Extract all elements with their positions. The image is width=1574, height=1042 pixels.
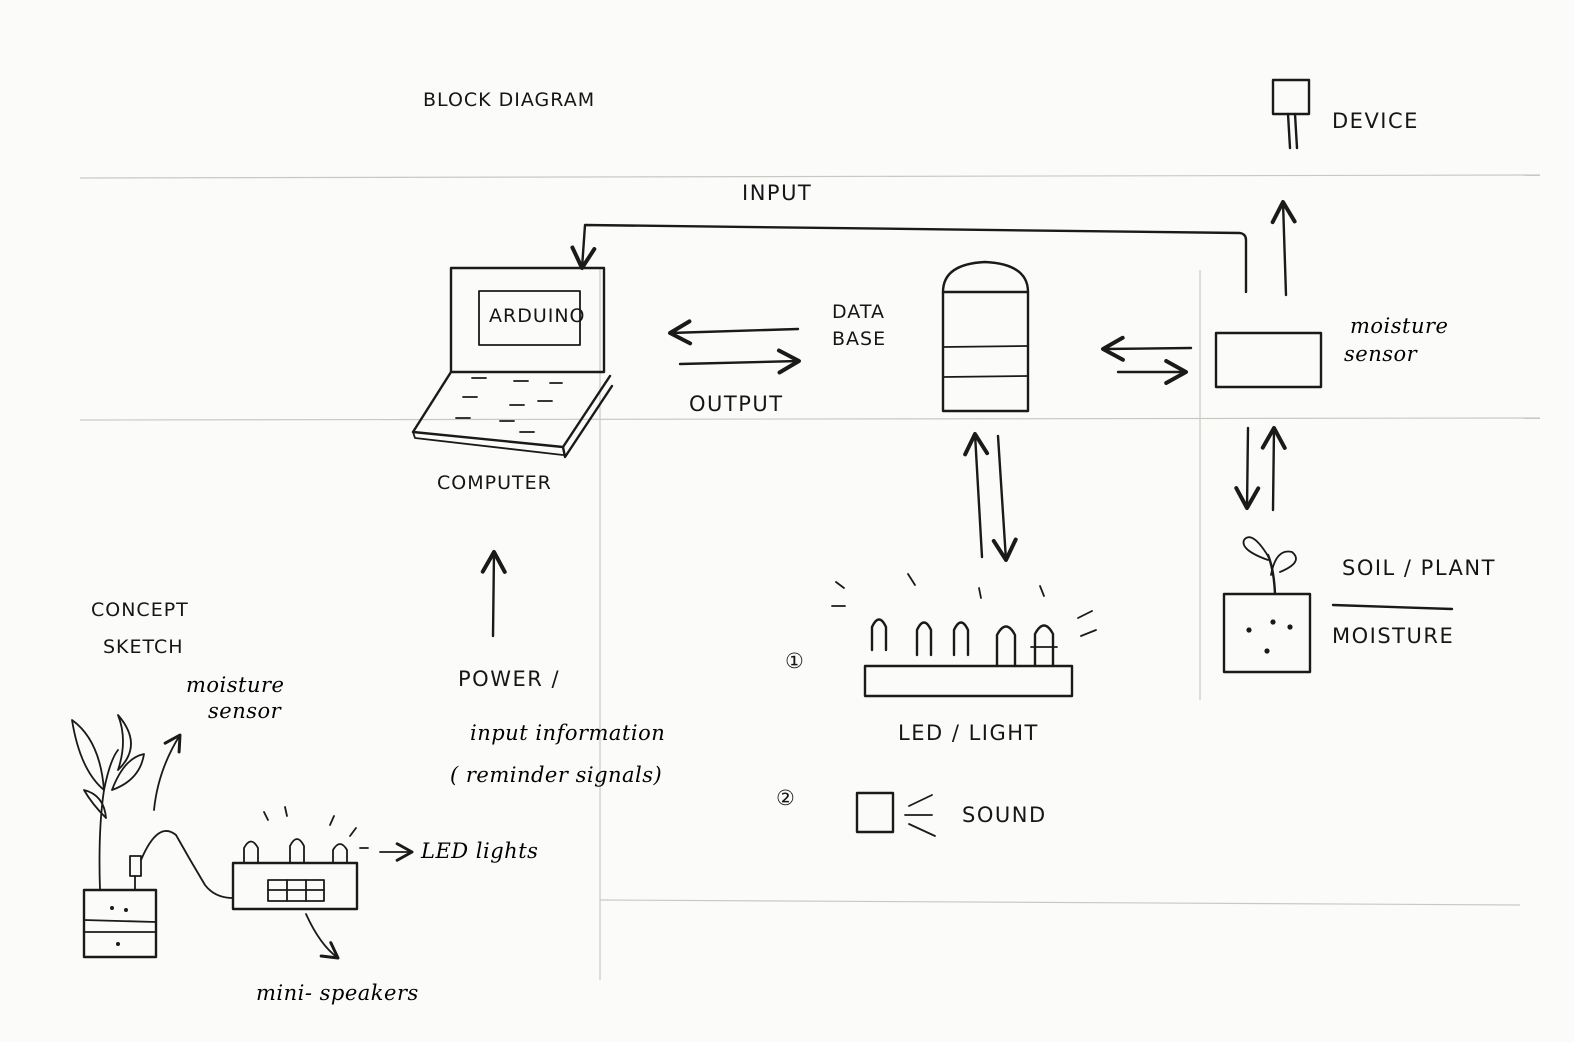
soil-plant-label: SOIL / PLANT: [1342, 556, 1496, 580]
concept-title-line1: CONCEPT: [91, 599, 189, 621]
led-strip-icon: [831, 573, 1097, 698]
sensor-soil-arrows: [1234, 426, 1287, 512]
concept-device-icon: [231, 806, 369, 911]
moisture-sensor-box: [1214, 331, 1323, 389]
concept-mini-speakers-label: mini- speakers: [256, 981, 419, 1005]
soil-plant-block: SOIL / PLANT MOISTURE: [1222, 536, 1496, 674]
led-light-label: LED / LIGHT: [898, 721, 1039, 745]
computer-block: ARDUINO COMPUTER: [411, 266, 614, 494]
computer-database-arrows: OUTPUT: [668, 319, 801, 416]
input-loop: INPUT: [570, 181, 1248, 294]
keyboard-keys: [455, 377, 563, 433]
plant-pot-icon: [1222, 536, 1312, 674]
laptop-icon: [411, 266, 614, 459]
moisture-label: MOISTURE: [1332, 624, 1454, 648]
power-label-line3: ( reminder signals): [450, 763, 662, 787]
concept-led-lights-label: LED lights: [420, 839, 538, 863]
diagram-title: BLOCK DIAGRAM: [423, 89, 595, 111]
concept-sketch: CONCEPT SKETCH moisture sensor: [71, 599, 538, 1005]
database-block: DATA BASE: [832, 260, 1030, 413]
sound-label: SOUND: [962, 803, 1047, 827]
database-icon: [941, 260, 1030, 413]
sound-option: ② SOUND: [776, 786, 1047, 837]
database-sensor-arrows: [1101, 335, 1193, 385]
computer-label: COMPUTER: [437, 472, 552, 494]
database-label-line1: DATA: [832, 301, 885, 323]
led-light-option: ① LED / LIGHT: [785, 573, 1097, 745]
device-block: DEVICE: [1270, 78, 1419, 297]
device-label: DEVICE: [1332, 109, 1419, 133]
output-label: OUTPUT: [689, 392, 784, 416]
moisture-sensor-block: moisture sensor: [1214, 314, 1448, 389]
power-label-line1: POWER /: [458, 667, 560, 691]
power-label-line2: input information: [470, 721, 665, 745]
option-2-marker: ②: [776, 786, 796, 810]
concept-sensor-label-line2: sensor: [208, 699, 283, 723]
moisture-sensor-label-line1: moisture: [1350, 314, 1448, 338]
paper-show-through: [79, 174, 1541, 980]
moisture-sensor-label-line2: sensor: [1344, 342, 1419, 366]
device-icon: [1271, 78, 1311, 150]
database-led-arrows: [963, 432, 1018, 562]
speaker-icon: [855, 791, 936, 837]
option-1-marker: ①: [785, 649, 805, 673]
arduino-label: ARDUINO: [489, 305, 586, 327]
database-label-line2: BASE: [832, 328, 886, 350]
power-block: POWER / input information ( reminder sig…: [450, 550, 665, 787]
concept-plant-icon: [71, 714, 158, 959]
concept-title-line2: SKETCH: [103, 636, 184, 658]
input-label: INPUT: [742, 181, 812, 205]
concept-sensor-label-line1: moisture: [186, 673, 284, 697]
